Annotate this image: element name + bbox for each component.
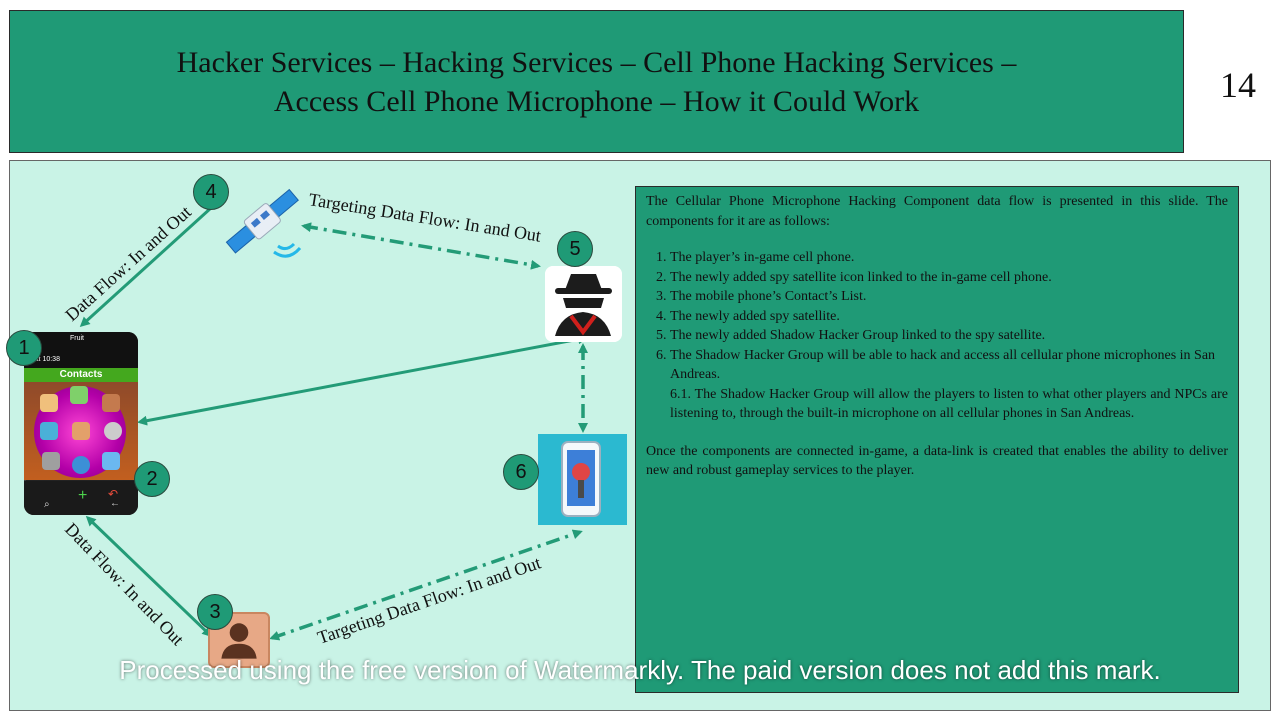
info-intro: The Cellular Phone Microphone Hacking Co…	[646, 194, 1228, 229]
node-number-badge: 5	[557, 231, 593, 267]
component-list-item: The newly added spy satellite icon linke…	[670, 268, 1228, 288]
microphone-phone-icon	[538, 434, 627, 525]
phone-back-icon: ↶	[108, 487, 119, 501]
component-list-item: The Shadow Hacker Group will be able to …	[670, 346, 1228, 385]
spy-satellite-app-icon	[102, 452, 120, 470]
phone-contacts-header: Contacts	[24, 368, 138, 382]
component-subitem: 6.1. The Shadow Hacker Group will allow …	[670, 386, 1228, 422]
edge-satellite-hacker	[301, 222, 541, 270]
edge-phone-hacker	[137, 334, 588, 426]
component-list-item: The player’s in-game cell phone.	[670, 248, 1228, 268]
phone-brand: Fruit	[70, 335, 84, 342]
internet-app-icon	[72, 456, 90, 474]
notes-app-icon	[72, 422, 90, 440]
phone-nav-bar: + ↶ ⌕ ←	[24, 481, 138, 515]
component-list-item: The newly added Shadow Hacker Group link…	[670, 326, 1228, 346]
phone-search-icon: ⌕	[44, 499, 50, 510]
page-number: 14	[1220, 65, 1256, 105]
watermarkly-banner: Processed using the free version of Wate…	[119, 655, 1161, 685]
messages-app-icon	[70, 386, 88, 404]
settings-app-icon	[104, 422, 122, 440]
contacts-app-icon	[102, 394, 120, 412]
edge-contacts-mic	[269, 529, 583, 641]
node-number-badge: 3	[197, 594, 233, 630]
slide-title-line-2: Access Cell Phone Microphone – How it Co…	[273, 84, 920, 118]
node-number-badge: 1	[6, 330, 42, 366]
phone-left-icon: ←	[110, 498, 120, 509]
component-list-item: The newly added spy satellite.	[670, 307, 1228, 327]
edge-label-phone-satellite: Data Flow: In and Out	[61, 202, 195, 325]
phone-status-bar: Fruit Sat 10:38	[24, 332, 138, 368]
edge-phone-contacts	[85, 515, 213, 638]
shadow-hacker-icon	[545, 266, 622, 342]
component-list-item: The mobile phone’s Contact’s List.	[670, 287, 1228, 307]
cell-phone-icon: Fruit Sat 10:38 Contacts + ↶ ⌕ ←	[24, 332, 138, 515]
edge-phone-satellite	[79, 195, 225, 328]
edge-label-contacts-mic: Targeting Data Flow: In and Out	[315, 552, 544, 647]
title-banner: Hacker Services – Hacking Services – Cel…	[9, 10, 1184, 153]
slide-title-line-1: Hacker Services – Hacking Services – Cel…	[176, 45, 1017, 79]
phone-screen	[24, 382, 138, 480]
info-closing: Once the components are connected in-gam…	[646, 443, 1228, 479]
phone-status: Sat 10:38	[30, 356, 60, 363]
calendar-app-icon	[40, 422, 58, 440]
spy-satellite-icon	[225, 188, 302, 258]
phone-add-icon: +	[78, 487, 88, 504]
node-number-badge: 2	[134, 461, 170, 497]
node-number-badge: 4	[193, 174, 229, 210]
edge-label-phone-contacts: Data Flow: In and Out	[61, 519, 188, 649]
edge-label-satellite-hacker: Targeting Data Flow: In and Out	[307, 189, 542, 245]
mail-app-icon	[40, 394, 58, 412]
node-number-badge: 6	[503, 454, 539, 490]
camera-app-icon	[42, 452, 60, 470]
component-list: The player’s in-game cell phone. The new…	[646, 248, 1228, 385]
component-description-panel: The Cellular Phone Microphone Hacking Co…	[635, 186, 1239, 693]
